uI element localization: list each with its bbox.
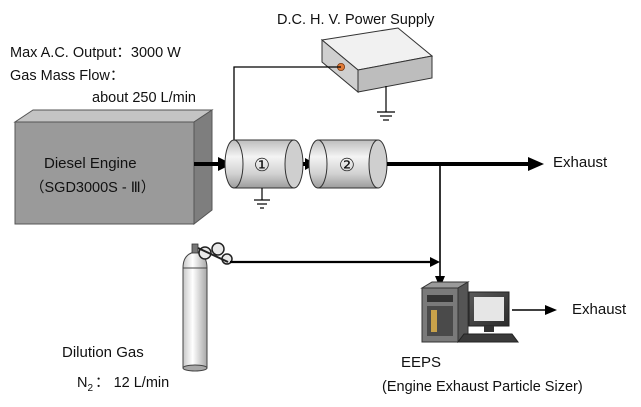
formula-rest: ： 12 L/min <box>95 375 169 391</box>
eeps-instrument <box>420 281 470 344</box>
power-supply-ground-icon <box>377 86 395 121</box>
gas-regulator-icon <box>197 242 233 265</box>
dilution-gas-bottle <box>182 243 208 372</box>
reactor-2-label: ② <box>339 155 355 175</box>
reactor-1 <box>224 139 304 189</box>
gas-flow-value: about 250 L/min <box>92 90 196 106</box>
engine-model: （SGD3000S - Ⅲ） <box>30 179 155 196</box>
dilution-formula: N2： 12 L/min <box>77 375 169 394</box>
power-supply-box <box>320 27 434 94</box>
reactor-1-label: ① <box>254 155 270 175</box>
main-exhaust-arrow-icon <box>528 157 544 171</box>
power-supply-label: D.C. H. V. Power Supply <box>277 12 435 28</box>
diesel-engine-block <box>13 109 214 226</box>
max-output-text: Max A.C. Output：3000 W <box>10 45 181 61</box>
formula-main: N <box>77 375 87 391</box>
eeps-full-name: (Engine Exhaust Particle Sizer) <box>382 379 583 395</box>
dilution-gas-label: Dilution Gas <box>62 344 144 361</box>
hv-wire <box>233 66 341 155</box>
reactor-2 <box>308 139 388 189</box>
exhaust-eeps-label: Exhaust <box>572 301 627 318</box>
reactor-ground-icon <box>254 188 270 209</box>
formula-subscript: 2 <box>87 383 93 394</box>
exhaust-main-label: Exhaust <box>553 154 608 171</box>
engine-name: Diesel Engine <box>44 155 137 172</box>
eeps-exhaust-arrow-icon <box>545 305 557 315</box>
eeps-computer <box>457 291 519 343</box>
eeps-name: EEPS <box>401 354 441 371</box>
gas-flow-label: Gas Mass Flow： <box>10 68 124 84</box>
dilution-arrow-icon <box>430 257 440 267</box>
